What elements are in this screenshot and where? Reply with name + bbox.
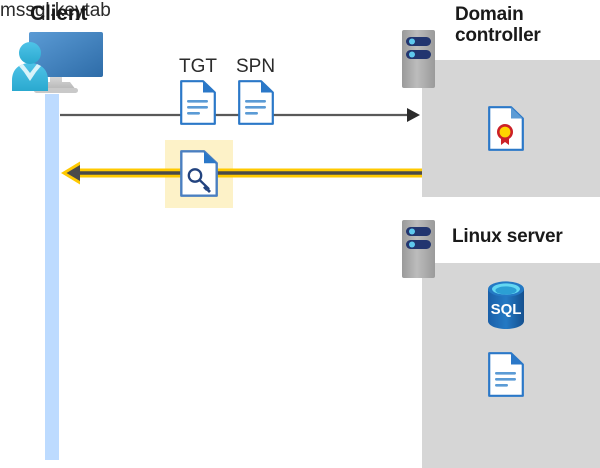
client-workstation-icon bbox=[6, 26, 106, 100]
domain-controller-title-line1: Domain bbox=[455, 4, 524, 25]
keytab-filename-label: mssql.keytab bbox=[0, 0, 111, 21]
sql-database-icon: SQL bbox=[483, 278, 529, 332]
spn-label: SPN bbox=[236, 56, 276, 77]
request-arrow bbox=[60, 104, 420, 126]
spn-document-icon bbox=[238, 80, 274, 125]
certificate-document-icon bbox=[488, 106, 524, 151]
sql-label: SQL bbox=[491, 301, 522, 318]
client-title: Client bbox=[30, 2, 88, 25]
kerberos-ticket-key-document-icon bbox=[180, 150, 218, 197]
domain-controller-server-icon bbox=[402, 30, 435, 88]
response-arrow bbox=[60, 160, 422, 186]
client-lifeline bbox=[45, 94, 59, 460]
tgt-label: TGT bbox=[179, 56, 217, 77]
keytab-document-icon bbox=[488, 352, 524, 397]
linux-server-title: Linux server bbox=[452, 226, 563, 247]
linux-server-server-icon bbox=[402, 220, 435, 278]
domain-controller-title: Domain controller bbox=[455, 4, 595, 47]
domain-controller-title-line2: controller bbox=[455, 25, 541, 47]
tgt-document-icon bbox=[180, 80, 216, 125]
